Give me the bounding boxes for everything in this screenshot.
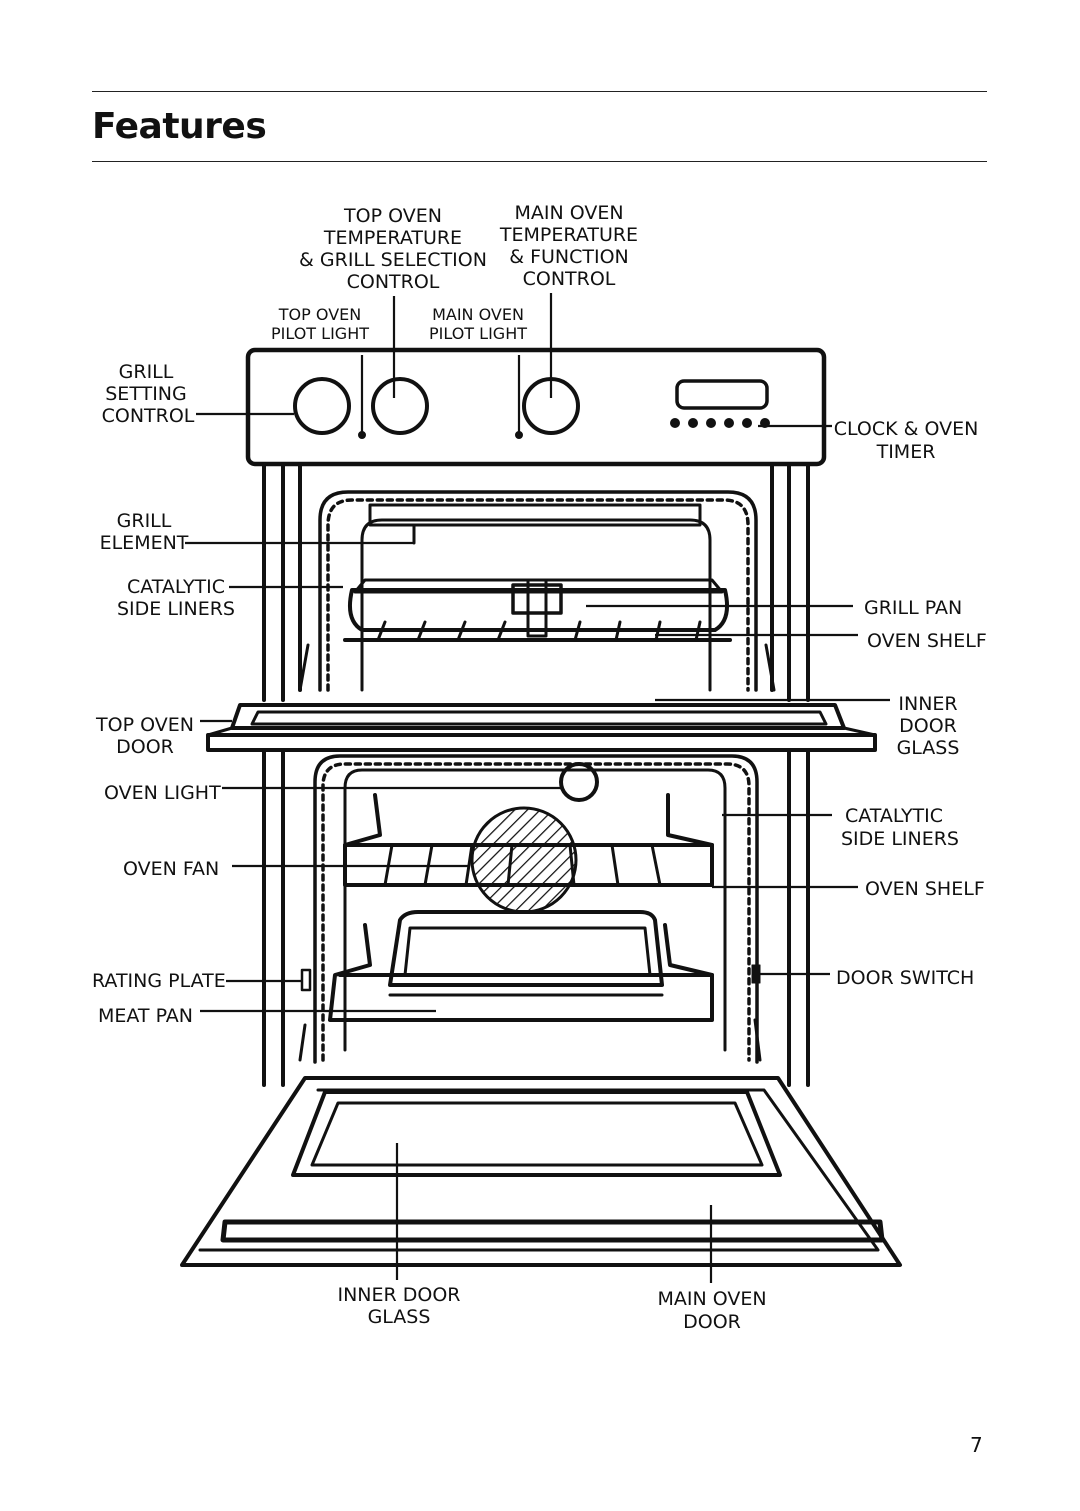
- label-oven-light: OVEN LIGHT: [104, 782, 221, 804]
- label-line: TOP OVEN: [278, 305, 361, 324]
- label-rating-plate: RATING PLATE: [92, 970, 226, 992]
- label-line: SIDE LINERS: [117, 598, 235, 620]
- label-oven-shelf-main: OVEN SHELF: [865, 878, 985, 900]
- top-oven-knob: [371, 377, 429, 435]
- label-line: ELEMENT: [100, 532, 189, 554]
- grill-pan-handle: [511, 583, 563, 615]
- label-line: TEMPERATURE: [323, 227, 462, 249]
- label-catalytic-side-liners-top: CATALYTIC SIDE LINERS: [117, 576, 235, 620]
- label-meat-pan: MEAT PAN: [98, 1005, 193, 1027]
- label-line: CLOCK & OVEN: [834, 418, 979, 440]
- label-line: INNER: [898, 693, 957, 715]
- label-line: SETTING: [105, 383, 186, 405]
- label-line: CATALYTIC: [845, 805, 943, 827]
- leader-lines: [185, 293, 890, 1283]
- clock-buttons: [670, 418, 770, 428]
- label-door-switch: DOOR SWITCH: [836, 967, 974, 989]
- label-top-oven-door: TOP OVEN DOOR: [95, 714, 194, 758]
- label-top-oven-temperature: TOP OVEN TEMPERATURE & GRILL SELECTION C…: [299, 205, 487, 293]
- label-oven-shelf-top: OVEN SHELF: [867, 630, 987, 652]
- label-inner-door-glass-top: INNER DOOR GLASS: [897, 693, 960, 759]
- label-line: PILOT LIGHT: [271, 324, 369, 343]
- label-line: PILOT LIGHT: [429, 324, 527, 343]
- label-main-oven-temperature: MAIN OVEN TEMPERATURE & FUNCTION CONTROL: [499, 202, 638, 290]
- label-line: DOOR: [116, 736, 174, 758]
- label-line: CONTROL: [523, 268, 616, 290]
- control-panel: [245, 347, 827, 467]
- label-grill-element: GRILL ELEMENT: [100, 510, 189, 554]
- label-main-oven-pilot-light: MAIN OVEN PILOT LIGHT: [429, 305, 527, 343]
- label-line: MAIN OVEN: [657, 1288, 766, 1310]
- label-top-oven-pilot-light: TOP OVEN PILOT LIGHT: [271, 305, 369, 343]
- main-oven-cavity: [298, 754, 762, 1064]
- grill-pan: [348, 588, 729, 632]
- oven-illustration: [180, 347, 902, 1267]
- label-line: GRILL: [117, 510, 172, 532]
- label-oven-fan: OVEN FAN: [123, 858, 219, 880]
- lower-oven-shelf: [328, 923, 714, 1022]
- meat-pan: [388, 910, 664, 997]
- label-line: CONTROL: [347, 271, 440, 293]
- oven-light: [559, 762, 599, 802]
- label-line: TOP OVEN: [343, 205, 442, 227]
- main-oven-pilot-light: [515, 431, 523, 439]
- top-rule: [92, 91, 987, 92]
- top-oven-cavity: [298, 490, 776, 692]
- label-inner-door-glass-main: INNER DOOR GLASS: [337, 1284, 460, 1328]
- page-number: 7: [970, 1433, 983, 1457]
- label-line: DOOR: [683, 1311, 741, 1333]
- label-line: INNER DOOR: [337, 1284, 460, 1306]
- oven-fan: [470, 806, 578, 914]
- label-line: DOOR: [899, 715, 957, 737]
- label-line: GRILL: [119, 361, 174, 383]
- label-grill-pan: GRILL PAN: [864, 597, 962, 619]
- label-grill-setting-control: GRILL SETTING CONTROL: [102, 361, 195, 427]
- oven-housing: [262, 462, 810, 1087]
- rating-plate: [300, 968, 312, 992]
- label-line: SIDE LINERS: [841, 828, 959, 850]
- label-catalytic-side-liners-main: CATALYTIC SIDE LINERS: [841, 805, 959, 850]
- label-line: CATALYTIC: [127, 576, 225, 598]
- label-line: & FUNCTION: [509, 246, 629, 268]
- door-switch: [751, 964, 761, 984]
- label-line: MAIN OVEN: [514, 202, 623, 224]
- label-line: TOP OVEN: [95, 714, 194, 736]
- label-line: CONTROL: [102, 405, 195, 427]
- label-line: TEMPERATURE: [499, 224, 638, 246]
- title-rule: [92, 161, 987, 162]
- main-oven-door: [180, 1076, 902, 1267]
- label-line: & GRILL SELECTION: [299, 249, 487, 271]
- label-line: TIMER: [876, 441, 936, 463]
- label-line: GLASS: [368, 1306, 431, 1328]
- clock-display: [675, 379, 769, 410]
- grill-element: [368, 503, 702, 527]
- top-oven-pilot-light: [358, 431, 366, 439]
- page-title: Features: [92, 106, 267, 147]
- main-inner-door-glass: [291, 1090, 782, 1177]
- label-line: MAIN OVEN: [432, 305, 524, 324]
- top-oven-door: [206, 703, 877, 752]
- label-clock-oven-timer: CLOCK & OVEN TIMER: [834, 418, 979, 463]
- label-main-oven-door: MAIN OVEN DOOR: [657, 1288, 766, 1333]
- label-line: GLASS: [897, 737, 960, 759]
- grill-setting-knob: [293, 377, 351, 435]
